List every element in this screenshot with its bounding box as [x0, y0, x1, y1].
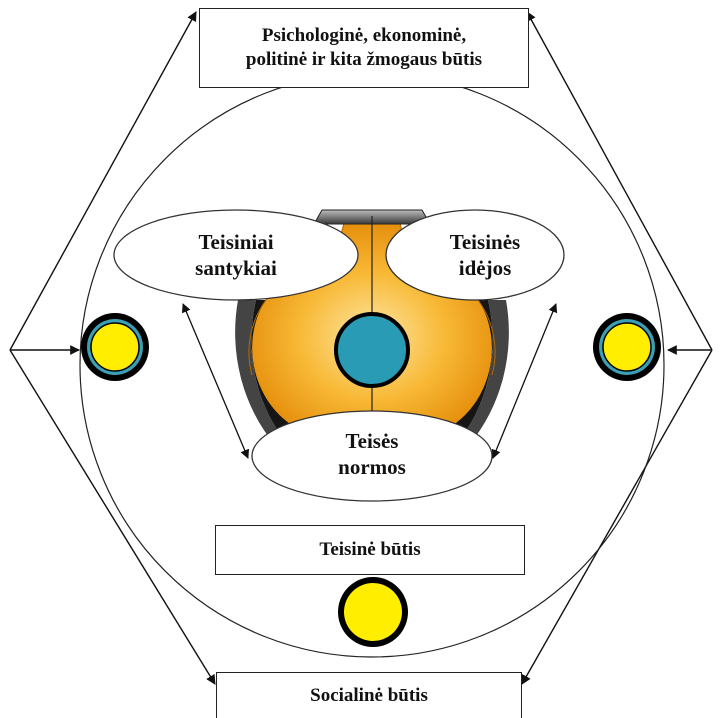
legal-ideas-label: Teisinės idėjos — [410, 220, 560, 290]
legal-ideas-line1: Teisinės — [450, 229, 520, 255]
legal-ideas-line2: idėjos — [459, 255, 512, 281]
top-box: Psichologinė, ekonominė, politinė ir kit… — [199, 8, 529, 88]
legal-relations-label: Teisiniai santykiai — [136, 220, 336, 290]
legal-norms-line2: normos — [338, 454, 406, 480]
bottom-yellow-node — [338, 577, 408, 647]
center-teal-node — [336, 314, 408, 386]
legal-relations-line2: santykiai — [195, 255, 277, 281]
top-box-line2: politinė ir kita žmogaus būtis — [246, 48, 482, 72]
social-being-label: Socialinė būtis — [310, 684, 428, 708]
legal-relations-line1: Teisiniai — [198, 229, 273, 255]
legal-being-label: Teisinė būtis — [319, 538, 420, 562]
right-yellow-node — [593, 313, 661, 381]
top-box-line1: Psichologinė, ekonominė, — [262, 24, 466, 48]
left-yellow-node — [81, 313, 149, 381]
legal-being-box: Teisinė būtis — [215, 525, 525, 575]
social-being-box: Socialinė būtis — [216, 672, 522, 718]
legal-norms-label: Teisės normos — [287, 418, 457, 490]
legal-norms-line1: Teisės — [346, 428, 399, 454]
